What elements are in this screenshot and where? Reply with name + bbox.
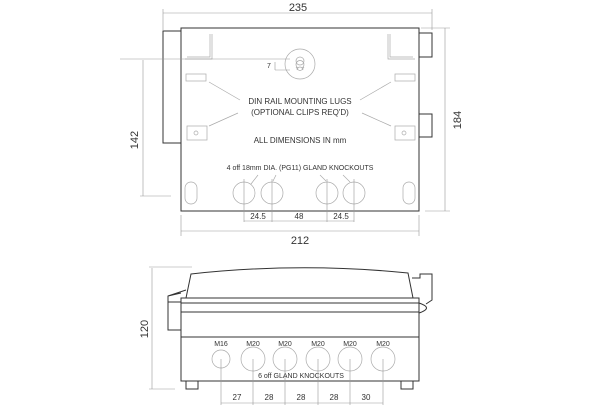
latch-lip bbox=[418, 302, 427, 314]
foot-left bbox=[185, 380, 199, 390]
height-dim-184 bbox=[421, 27, 450, 212]
lug-leader-lines bbox=[208, 81, 392, 127]
height-label-120: 120 bbox=[139, 320, 151, 338]
keyhole-slot bbox=[295, 66, 305, 71]
body-bands bbox=[181, 302, 419, 338]
keyhole-dim-label: 7 bbox=[267, 63, 271, 70]
width-dim-212 bbox=[180, 215, 420, 236]
lid bbox=[185, 267, 414, 299]
keyhole-icon bbox=[295, 60, 305, 71]
spacing-label: 27 bbox=[233, 393, 242, 402]
knockout-label: M20 bbox=[311, 341, 325, 348]
corner-bracket-left bbox=[185, 34, 213, 60]
spacing-label: 24.5 bbox=[333, 212, 349, 221]
top-view: 7 DIN RAIL MOUNTING LUGS (OPTIONAL CLIPS… bbox=[120, 2, 464, 247]
keyhole-hole bbox=[295, 56, 305, 66]
right-tab-mid bbox=[418, 113, 433, 138]
height-label-184: 184 bbox=[452, 111, 464, 129]
spacing-label: 48 bbox=[295, 212, 304, 221]
spacing-label: 30 bbox=[362, 393, 371, 402]
lug-hole bbox=[401, 130, 407, 136]
knockout-leaders bbox=[250, 174, 351, 185]
mount-slot-left bbox=[184, 181, 198, 205]
spacing-label: 28 bbox=[265, 393, 274, 402]
units-note: ALL DIMENSIONS IN mm bbox=[254, 136, 347, 145]
knockout-label: M16 bbox=[214, 341, 228, 348]
enclosure-body bbox=[180, 27, 420, 212]
mount-slot-right bbox=[402, 181, 416, 205]
side-view: M16 M20 M20 M20 M20 M20 6 off GLAND KNOC… bbox=[139, 266, 433, 405]
width-dim-235 bbox=[162, 9, 433, 30]
din-lug-top-left bbox=[185, 73, 207, 82]
knockout-label: M20 bbox=[246, 341, 260, 348]
height-dim-142 bbox=[140, 60, 171, 197]
spacing-label: 28 bbox=[297, 393, 306, 402]
spacing-label: 24.5 bbox=[250, 212, 266, 221]
knockout-label: M20 bbox=[376, 341, 390, 348]
din-label-line1: DIN RAIL MOUNTING LUGS bbox=[248, 97, 351, 106]
left-hinge-tab bbox=[162, 30, 182, 144]
side-spacing-dim bbox=[220, 359, 384, 405]
knockout-label: M20 bbox=[278, 341, 292, 348]
knockout-label: M20 bbox=[343, 341, 357, 348]
latch bbox=[412, 273, 433, 305]
foot-right bbox=[400, 380, 414, 390]
height-label-142: 142 bbox=[129, 131, 141, 149]
side-knockout-note: 6 off GLAND KNOCKOUTS bbox=[258, 373, 344, 380]
keyhole-dim-line bbox=[120, 58, 290, 71]
top-knockout-note: 4 off 18mm DIA. (PG11) GLAND KNOCKOUTS bbox=[227, 165, 374, 172]
height-dim-120 bbox=[149, 266, 192, 390]
base-body bbox=[180, 297, 420, 382]
right-tab-top bbox=[418, 32, 433, 58]
hinge bbox=[167, 289, 187, 331]
din-lug-bottom-left bbox=[186, 125, 208, 141]
spacing-label: 28 bbox=[330, 393, 339, 402]
din-lug-bottom-right bbox=[394, 125, 416, 141]
lug-hole bbox=[193, 130, 199, 136]
din-label-line2: (OPTIONAL CLIPS REQ'D) bbox=[251, 108, 349, 117]
corner-bracket-right bbox=[387, 34, 415, 60]
keyhole-boss bbox=[284, 48, 316, 80]
knockout-spacing-dim bbox=[243, 179, 355, 222]
din-lug-top-right bbox=[394, 73, 416, 82]
width-label-235: 235 bbox=[289, 2, 307, 14]
width-label-212: 212 bbox=[291, 235, 309, 247]
